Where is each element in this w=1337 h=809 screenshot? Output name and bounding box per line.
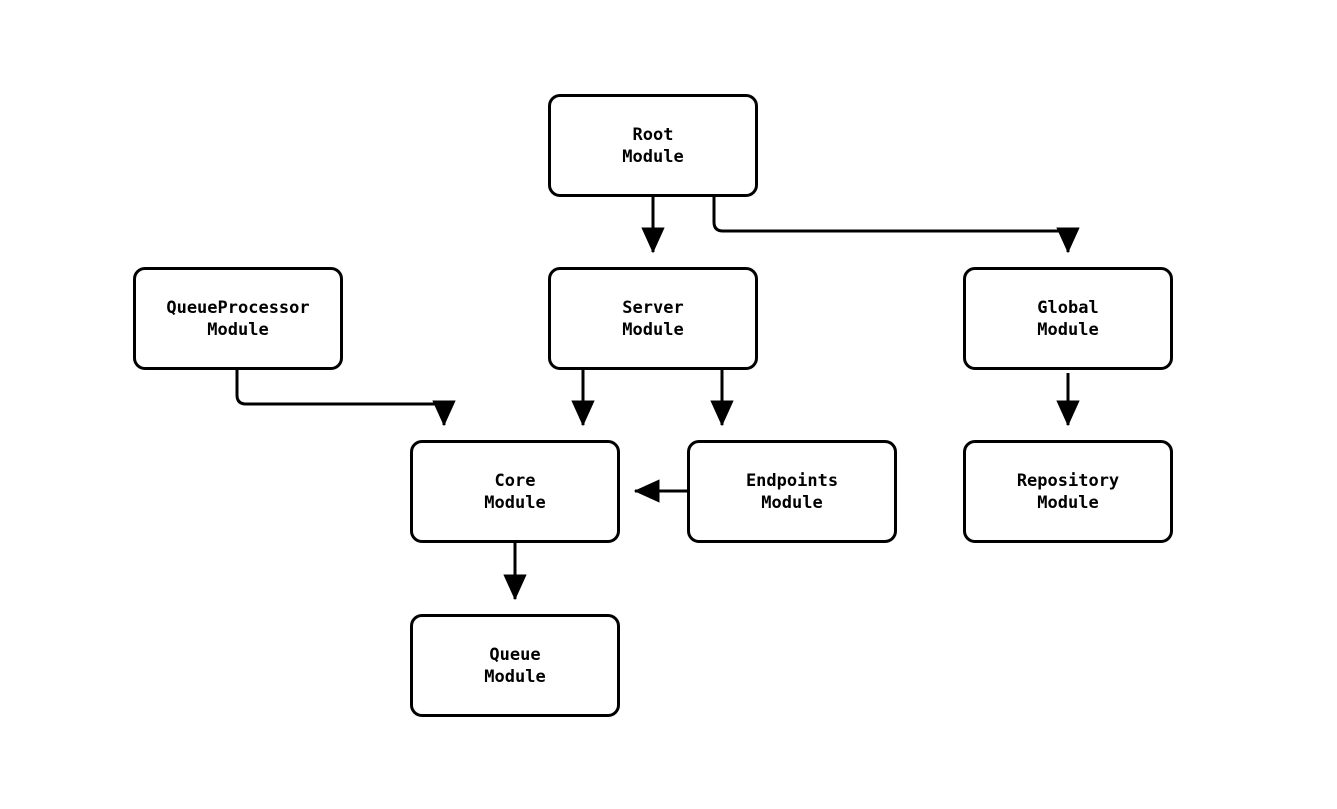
node-queueprocessor-module-label-line2: Module [207, 319, 269, 340]
edge-queueprocessor-to-core [235, 370, 456, 427]
node-core-module[interactable]: Core Module [410, 440, 620, 543]
node-global-module-label-line1: Global [1037, 297, 1099, 318]
node-endpoints-module[interactable]: Endpoints Module [687, 440, 897, 543]
node-global-module[interactable]: Global Module [963, 267, 1173, 370]
node-queue-module[interactable]: Queue Module [410, 614, 620, 717]
node-root-module[interactable]: Root Module [548, 94, 758, 197]
node-core-module-label-line2: Module [484, 492, 546, 513]
node-queue-module-label-line1: Queue [489, 644, 541, 665]
node-endpoints-module-label-line1: Endpoints [745, 470, 839, 491]
node-queueprocessor-module[interactable]: QueueProcessor Module [133, 267, 343, 370]
node-core-module-label-line1: Core [494, 470, 536, 491]
node-queue-module-label-line2: Module [484, 666, 546, 687]
node-root-module-label-line1: Root [632, 124, 674, 145]
node-endpoints-module-label-line2: Module [761, 492, 823, 513]
node-repository-module-label-line2: Module [1037, 492, 1099, 513]
node-repository-module-label-line1: Repository [1016, 470, 1120, 491]
node-queueprocessor-module-label-line1: QueueProcessor [166, 297, 310, 318]
node-root-module-label-line2: Module [622, 146, 684, 167]
node-server-module-label-line1: Server [622, 297, 684, 318]
node-server-module-label-line2: Module [622, 319, 684, 340]
node-repository-module[interactable]: Repository Module [963, 440, 1173, 543]
edge-root-to-global [712, 197, 1080, 254]
node-global-module-label-line2: Module [1037, 319, 1099, 340]
node-server-module[interactable]: Server Module [548, 267, 758, 370]
